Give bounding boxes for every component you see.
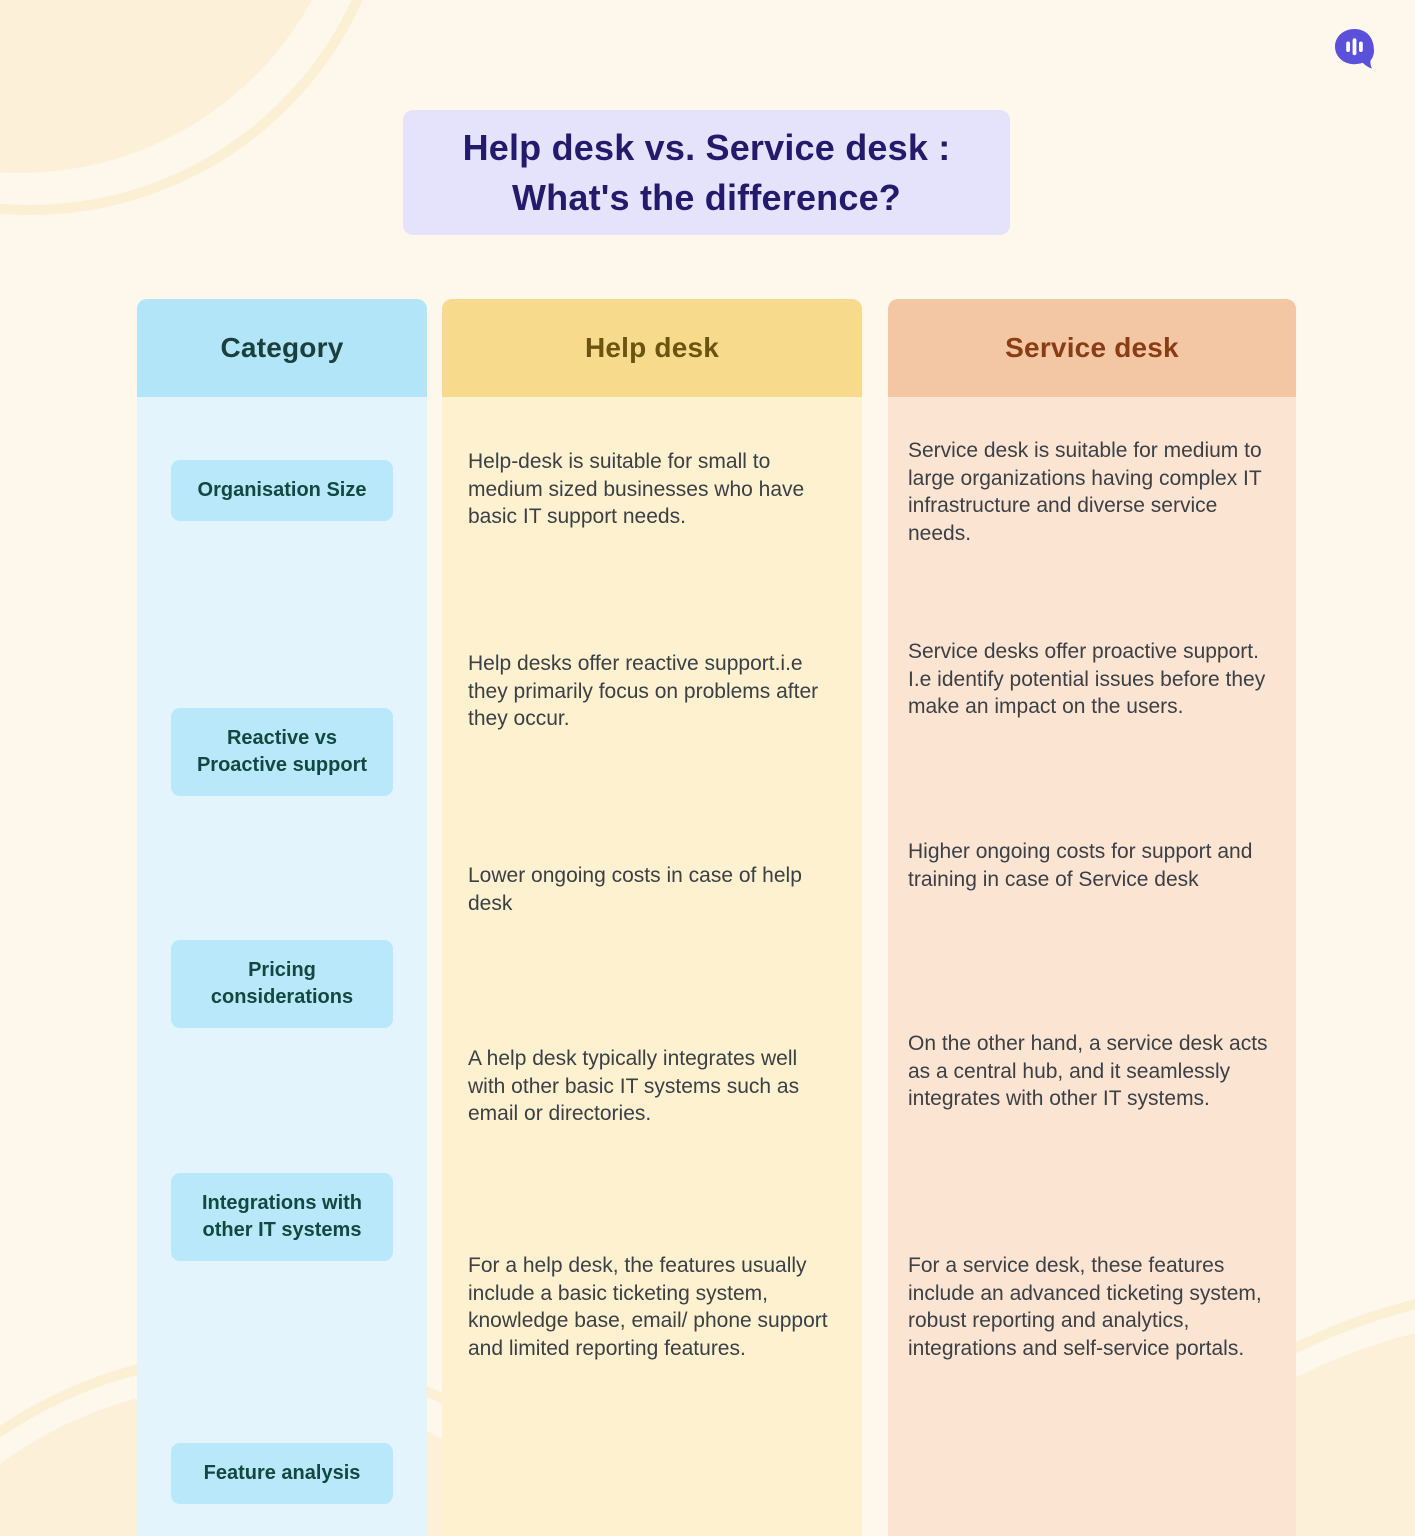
category-cell: Pricing considerations <box>137 940 427 1140</box>
service-desk-text-features: For a service desk, these features inclu… <box>908 1254 1262 1360</box>
column-header-category: Category <box>137 299 427 397</box>
page-title-line2: What's the difference? <box>511 176 901 218</box>
category-cell: Reactive vs Proactive support <box>137 708 427 903</box>
help-desk-cell: Help-desk is suitable for small to mediu… <box>442 397 862 610</box>
service-desk-text-proactive: Service desks offer proactive support. I… <box>908 640 1266 718</box>
page-title: Help desk vs. Service desk : What's the … <box>403 110 1010 235</box>
help-desk-text-organisation-size: Help-desk is suitable for small to mediu… <box>468 450 805 528</box>
service-desk-text-pricing: Higher ongoing costs for support and tra… <box>908 840 1253 891</box>
category-badge-integrations: Integrations with other IT systems <box>171 1173 393 1261</box>
help-desk-text-features: For a help desk, the features usually in… <box>468 1254 828 1360</box>
page-title-line1: Help desk vs. Service desk : <box>462 126 951 168</box>
category-cell: Feature analysis <box>137 1443 427 1536</box>
service-desk-text-organisation-size: Service desk is suitable for medium to l… <box>908 439 1262 545</box>
help-desk-cell: A help desk typically integrates well wi… <box>442 1005 862 1235</box>
service-desk-cell: For a service desk, these features inclu… <box>888 1235 1296 1421</box>
category-badge-pricing: Pricing considerations <box>171 940 393 1028</box>
help-desk-cell: Help desks offer reactive support.i.e th… <box>442 610 862 805</box>
column-header-service-desk: Service desk <box>888 299 1296 397</box>
help-desk-cell: For a help desk, the features usually in… <box>442 1235 862 1421</box>
help-desk-text-pricing: Lower ongoing costs in case of help desk <box>468 864 802 915</box>
service-desk-cell: On the other hand, a service desk acts a… <box>888 1005 1296 1235</box>
help-desk-text-integrations: A help desk typically integrates well wi… <box>468 1047 800 1125</box>
service-desk-text-integrations: On the other hand, a service desk acts a… <box>908 1032 1268 1110</box>
help-desk-cell: Lower ongoing costs in case of help desk <box>442 805 862 1005</box>
category-badge-organisation-size: Organisation Size <box>171 460 393 521</box>
column-service-desk: Service desk Service desk is suitable fo… <box>888 299 1296 1536</box>
chat-bubble-logo-icon <box>1330 24 1380 74</box>
category-cell: Integrations with other IT systems <box>137 1173 427 1403</box>
service-desk-cell: Service desk is suitable for medium to l… <box>888 397 1296 610</box>
category-badge-reactive-vs-proactive: Reactive vs Proactive support <box>171 708 393 796</box>
category-badge-feature-analysis: Feature analysis <box>171 1443 393 1504</box>
service-desk-cell: Service desks offer proactive support. I… <box>888 610 1296 805</box>
comparison-table: Category Organisation Size Reactive vs P… <box>137 299 1296 1536</box>
column-category: Category Organisation Size Reactive vs P… <box>137 299 427 1536</box>
category-cell: Organisation Size <box>137 460 427 673</box>
service-desk-cell: Higher ongoing costs for support and tra… <box>888 805 1296 1005</box>
column-header-help-desk: Help desk <box>442 299 862 397</box>
help-desk-text-reactive: Help desks offer reactive support.i.e th… <box>468 652 819 730</box>
column-help-desk: Help desk Help-desk is suitable for smal… <box>442 299 862 1536</box>
